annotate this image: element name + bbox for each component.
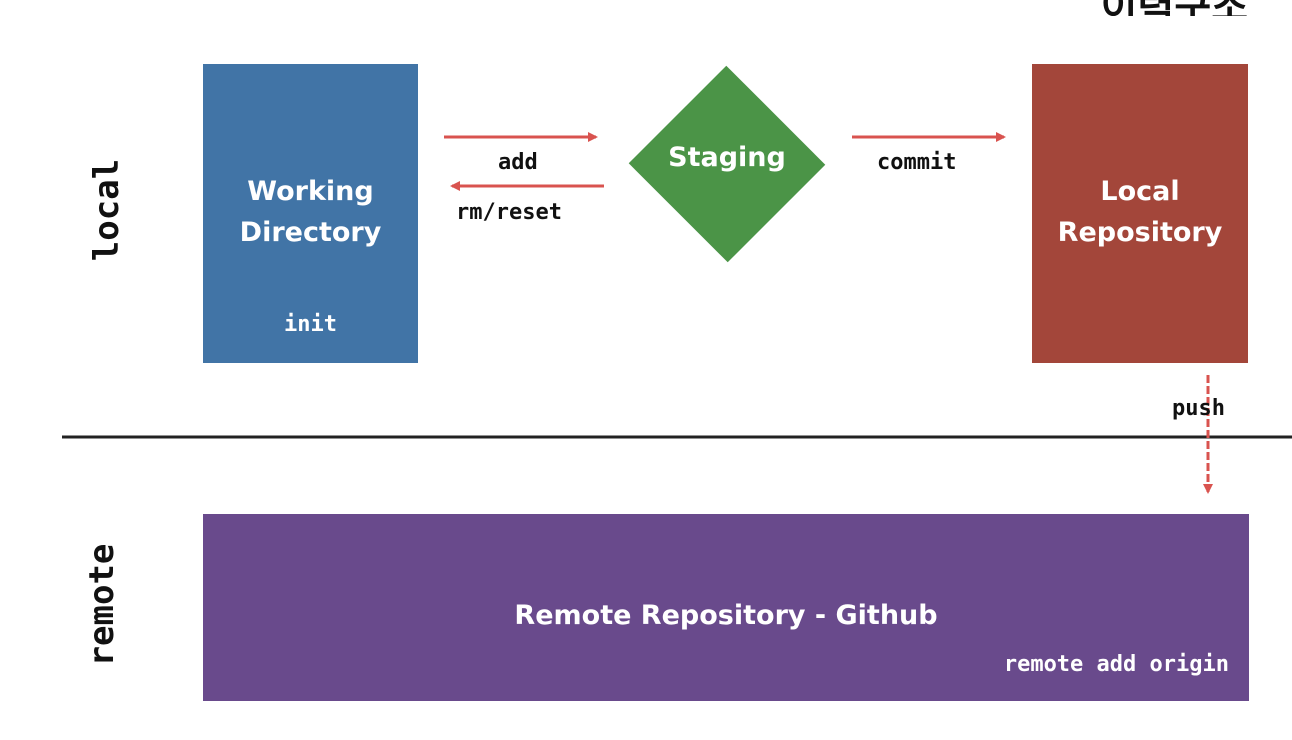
working-directory-box: Working Directory init	[203, 64, 418, 363]
local-repository-box: Local Repository	[1032, 64, 1248, 363]
staging-node: Staging	[628, 65, 826, 263]
remote-add-origin-command: remote add origin	[1003, 652, 1229, 677]
staging-label: Staging	[668, 142, 786, 173]
local-repository-title: Local Repository	[1057, 176, 1223, 248]
remote-repository-box: Remote Repository - Github remote add or…	[203, 514, 1249, 701]
page-title: 이력구조	[1101, 0, 1248, 16]
init-command: init	[284, 312, 337, 337]
remote-repository-title: Remote Repository - Github	[514, 600, 938, 631]
rm-reset-label: rm/reset	[456, 200, 562, 225]
page-title-clip: 이력구조	[1000, 0, 1292, 16]
add-label: add	[498, 150, 538, 175]
working-directory-title: Working Directory	[239, 176, 382, 248]
commit-label: commit	[877, 150, 957, 175]
push-label: push	[1172, 396, 1225, 421]
